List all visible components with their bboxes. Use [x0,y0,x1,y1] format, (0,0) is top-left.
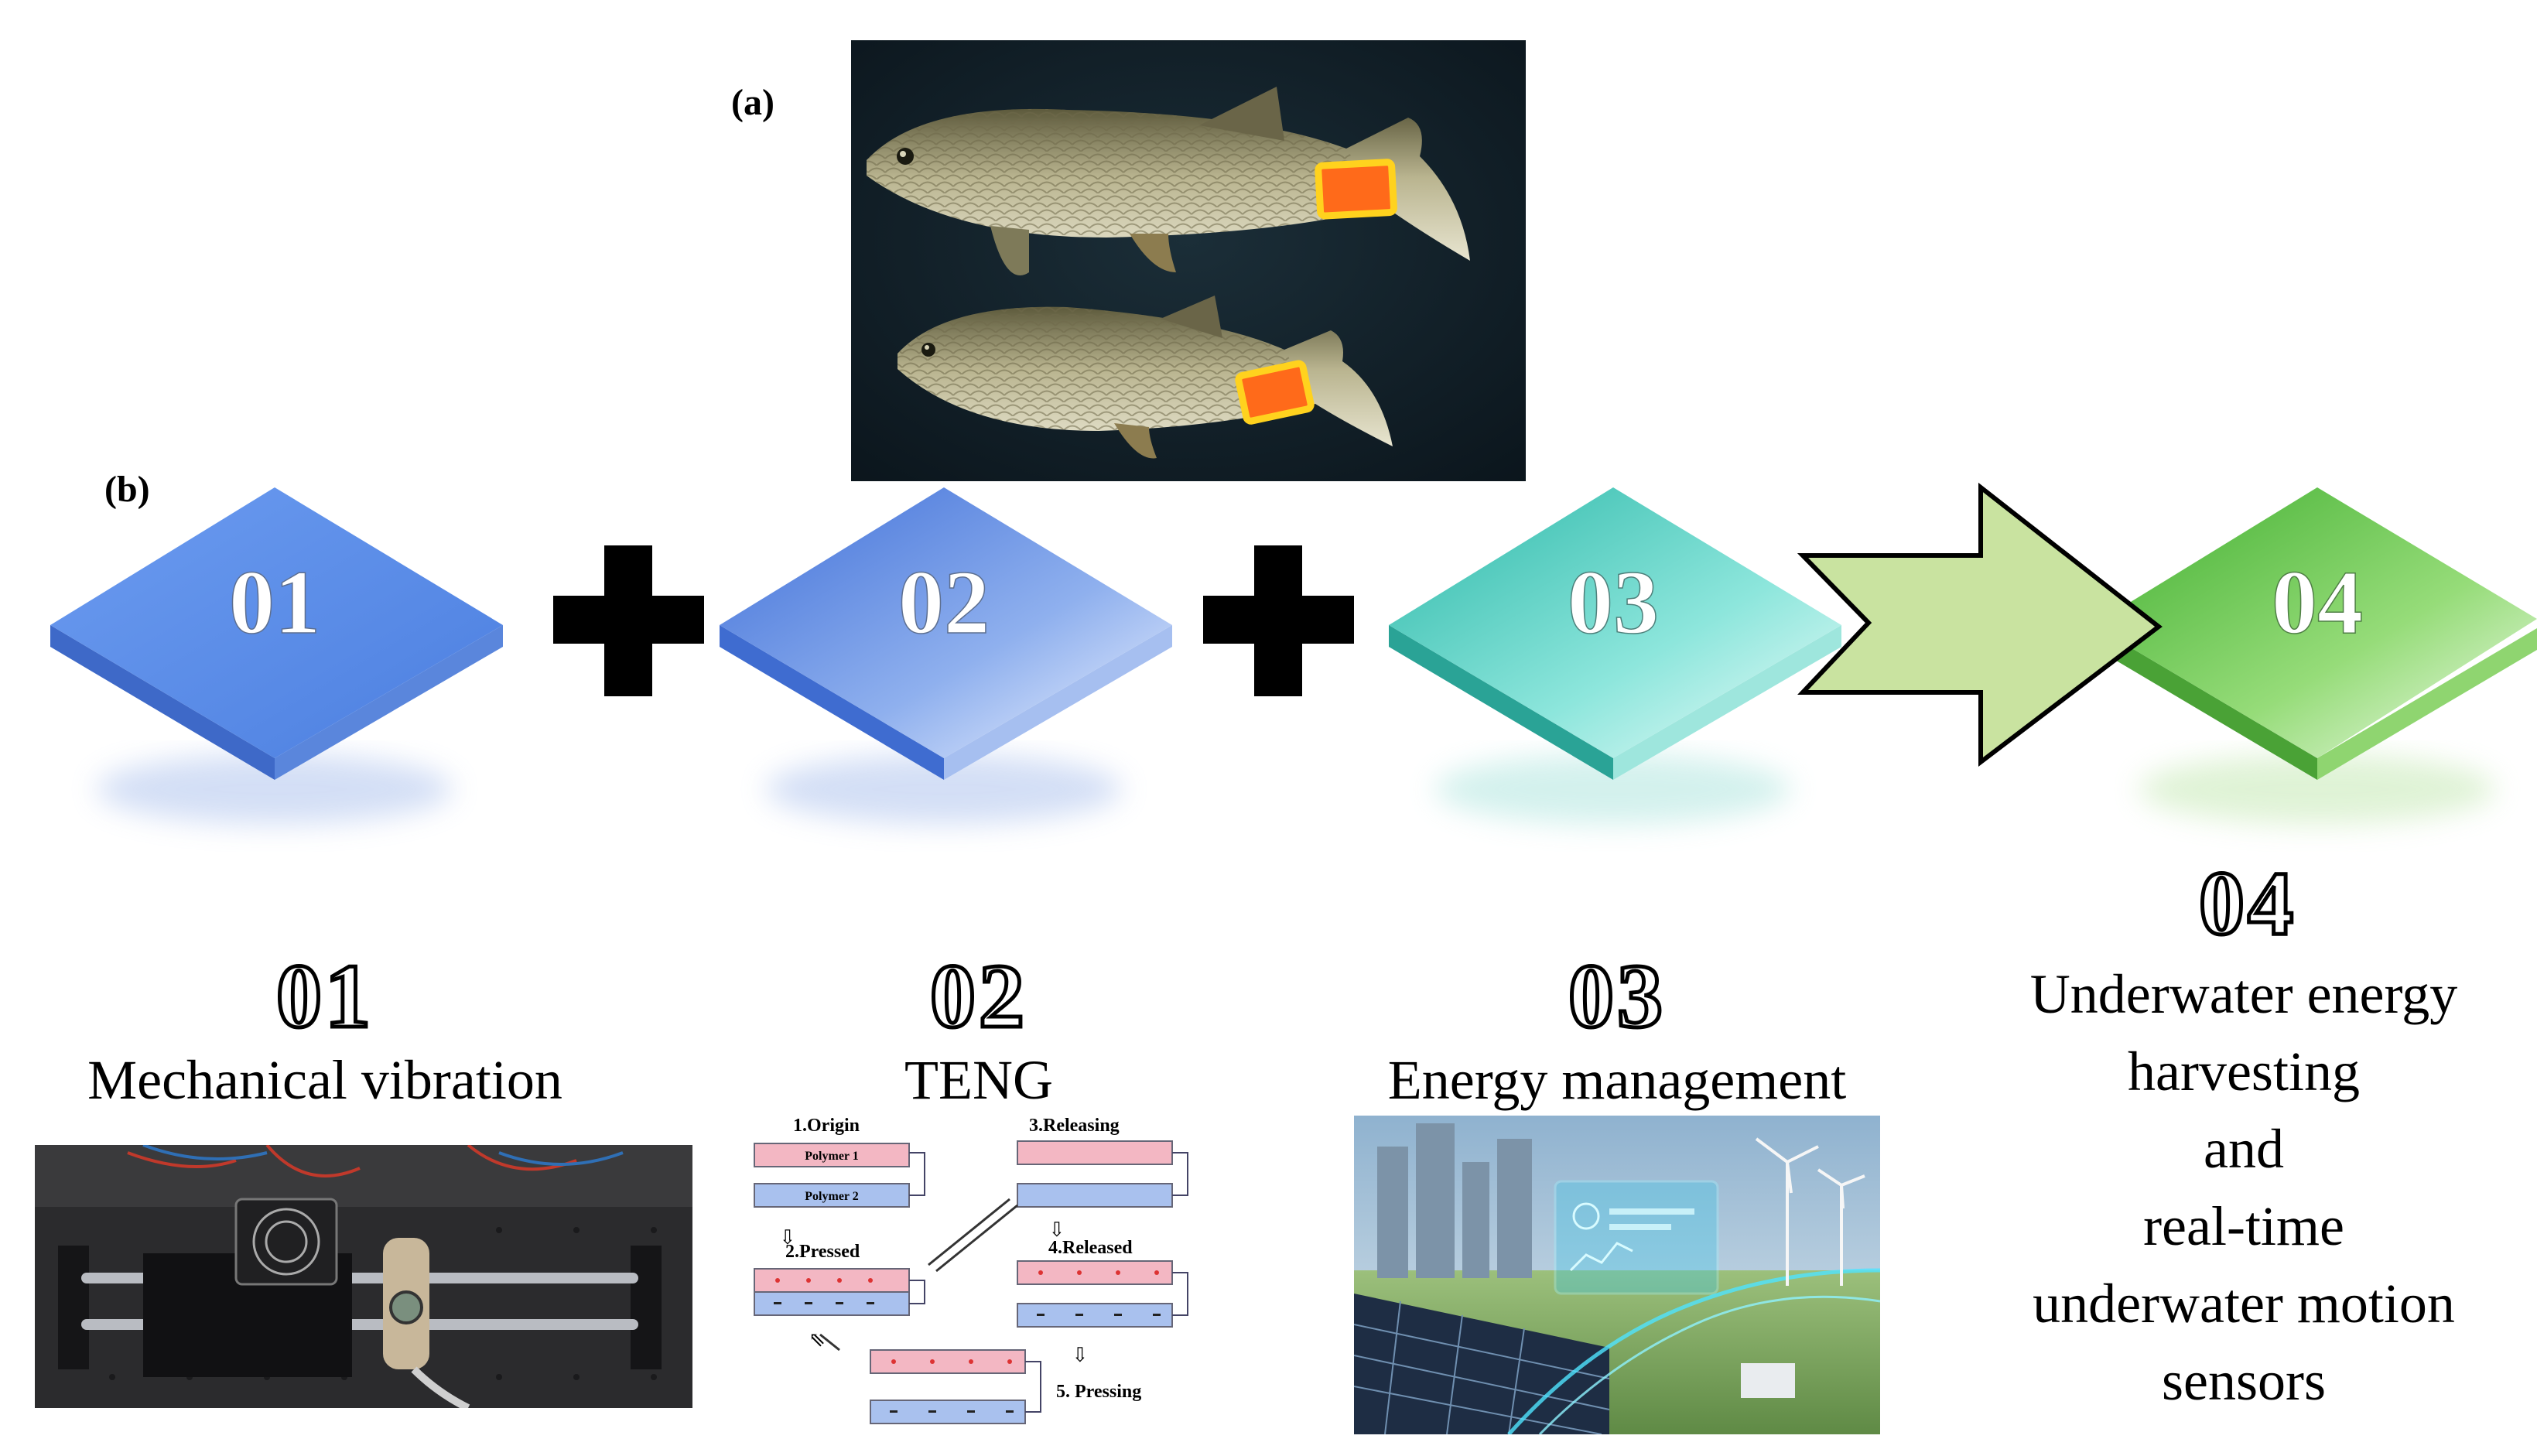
teng-origin-label: 1.Origin [793,1116,860,1136]
plus-icon-2 [1203,545,1354,696]
svg-text:⇖: ⇖ [809,1328,826,1351]
polymer-1-label: Polymer 1 [805,1150,858,1163]
panel-label-b: (b) [104,469,150,510]
fish-bottom [898,296,1393,459]
step-04-diamond: 04 [2093,487,2537,824]
teng-released-label: 4.Released [1048,1238,1133,1258]
svg-text:⇩: ⇩ [779,1226,796,1249]
step-02-caption: TENG [904,1049,1053,1111]
fish-top [867,87,1470,275]
step-02-diamond: 02 [720,487,1172,824]
step-01-title-number: 01 [275,944,374,1049]
step-03-title-number: 03 [1567,944,1666,1049]
svg-text:⇩: ⇩ [1072,1344,1089,1366]
step-04-caption-line: real-time [2143,1195,2344,1257]
step-02-title-number: 02 [928,944,1027,1049]
step-01-diamond: 01 [50,487,503,824]
svg-text:⇩: ⇩ [1048,1218,1065,1241]
vibration-stage-photo [35,1145,692,1408]
panel-label-a: (a) [731,82,774,123]
step-03-diamond: 03 [1389,487,1841,824]
step-04-caption-line: Underwater energy [2029,963,2458,1025]
step-03-number: 03 [1568,552,1659,653]
step-01-caption: Mechanical vibration [87,1049,562,1111]
plus-icon-1 [553,545,704,696]
teng-releasing-label: 3.Releasing [1029,1116,1120,1136]
energy-management-photo [1354,1116,1880,1434]
step-04-caption-line: and [2204,1118,2284,1180]
process-flow: 01 02 03 04 [50,482,2537,824]
step-02-number: 02 [898,552,990,653]
step-04-caption-line: sensors [2162,1350,2326,1412]
step-04-caption-line: harvesting [2128,1041,2360,1102]
teng-pressed-label: 2.Pressed [785,1242,860,1262]
step-04-caption: Underwater energy harvesting and real-ti… [1965,955,2522,1420]
teng-pressing-label: 5. Pressing [1056,1382,1141,1402]
fish-photo [851,40,1526,481]
step-01-number: 01 [229,552,320,653]
step-04-title-number: 04 [2197,851,2296,956]
step-04-number: 04 [2272,552,2363,653]
step-03-caption: Energy management [1387,1049,1847,1111]
teng-mechanism-diagram: 1.Origin 3.Releasing 2.Pressed 4.Release… [754,1116,1188,1424]
step-04-caption-line: underwater motion [2033,1273,2455,1335]
polymer-2-label: Polymer 2 [805,1190,858,1203]
right-arrow-icon [1797,482,2163,767]
